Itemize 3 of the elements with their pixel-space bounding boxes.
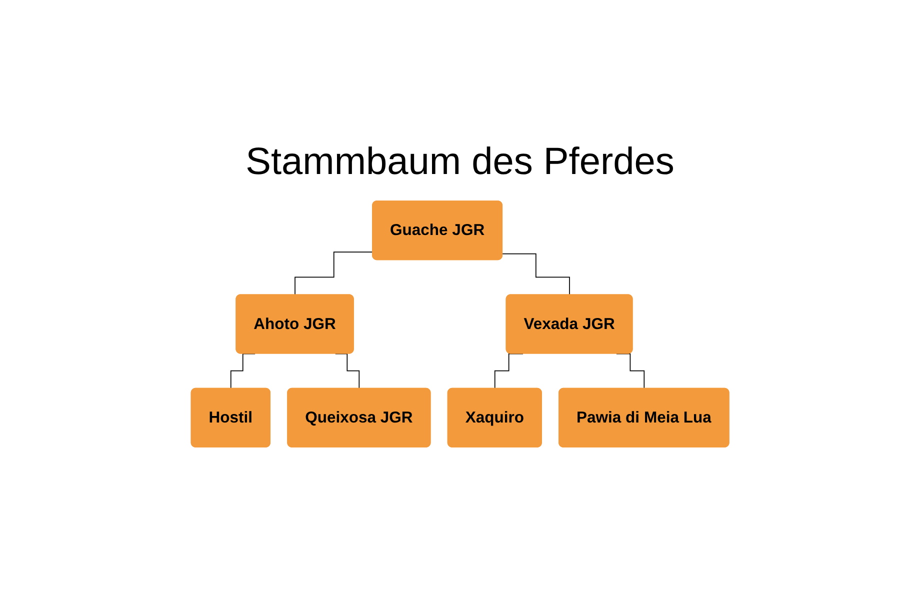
connector: [294, 252, 374, 296]
diagram-title: Stammbaum des Pferdes: [246, 141, 674, 184]
connector: [502, 253, 570, 296]
